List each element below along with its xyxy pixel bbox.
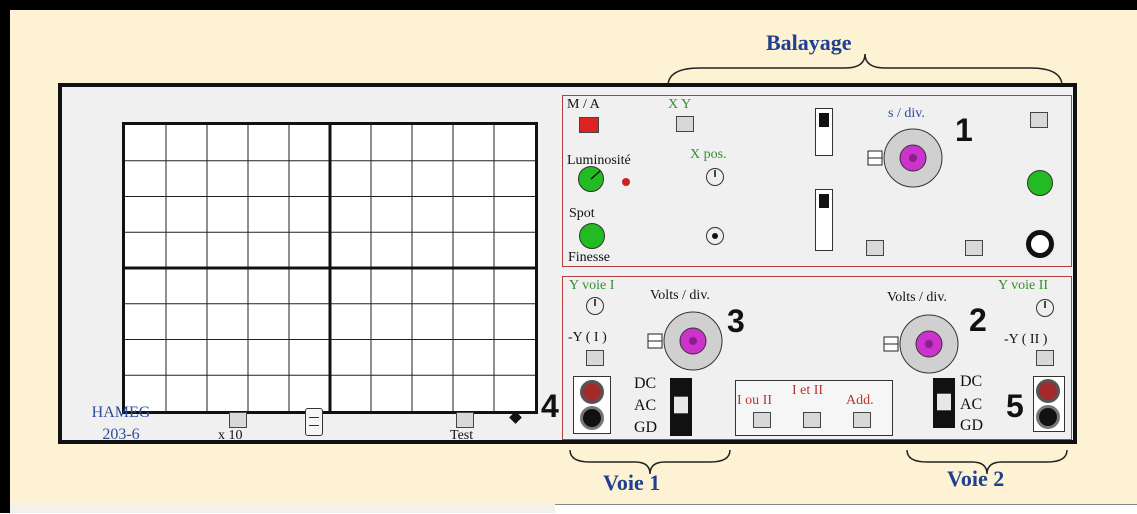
voie2-black-jack[interactable] [1036,405,1060,429]
xy-label: X Y [668,97,691,113]
test-label: Test [450,428,473,444]
finesse-knob-center [712,233,718,239]
trigger-level-knob[interactable] [1027,170,1053,196]
voltsdiv1-label: Volts / div. [650,288,710,304]
screen-grid [125,125,535,411]
test-button[interactable] [456,412,474,428]
brand-model: 203-6 [86,424,156,446]
minus-y1-label: -Y ( I ) [568,330,607,346]
sweep-switch-lower[interactable] [815,189,833,251]
frame-top-border [0,0,1137,10]
voie2-dc-label: DC [960,373,982,391]
balayage-label: Balayage [766,30,852,56]
voie1-gd-label: GD [634,419,657,437]
xpos-label: X pos. [690,147,727,163]
power-button[interactable] [579,117,599,133]
voie1-ac-label: AC [634,397,656,415]
oscilloscope-screen [122,122,538,414]
xpos-knob-marker [706,168,724,186]
sweep-button-top-right[interactable] [1030,112,1048,128]
x10-button[interactable] [229,412,247,428]
finesse-label: Finesse [568,250,610,266]
sweep-button-bottom-1[interactable] [866,240,884,256]
callout-number-2: 2 [969,302,987,339]
voie2-gd-label: GD [960,417,983,435]
add-button[interactable] [853,412,871,428]
sweep-button-bottom-2[interactable] [965,240,983,256]
brand-label: HAMEG 203-6 [86,402,156,446]
voie1-red-jack[interactable] [580,380,604,404]
luminosite-indicator-led [622,178,630,186]
i-ou-ii-label: I ou II [737,393,772,409]
add-label: Add. [846,393,874,409]
sweep-switch-upper[interactable] [815,108,833,156]
x10-label: x 10 [218,428,243,444]
yvoie1-label: Y voie I [569,278,614,294]
trace-rotation-switch[interactable] [305,408,323,436]
yvoie2-label: Y voie II [998,278,1048,294]
minus-y2-label: -Y ( II ) [1004,332,1047,348]
callout-number-1: 1 [955,112,973,149]
power-label: M / A [567,97,600,113]
minus-y1-button[interactable] [586,350,604,366]
callout-number-5: 5 [1006,388,1024,425]
voie2-ac-label: AC [960,396,982,414]
spot-knob[interactable] [579,223,605,249]
minus-y2-button[interactable] [1036,350,1054,366]
sdiv-label: s / div. [888,106,925,122]
brand-name: HAMEG [86,402,156,424]
yvoie2-knob-marker [1036,299,1054,317]
voltsdiv2-label: Volts / div. [887,290,947,306]
voie1-coupling-switch[interactable] [670,378,692,436]
xy-button[interactable] [676,116,694,132]
callout-number-4: 4 [541,388,559,425]
voie2-label: Voie 2 [947,466,1004,492]
i-et-ii-button[interactable] [803,412,821,428]
voltsdiv1-knob[interactable] [646,310,726,372]
voie1-black-jack[interactable] [580,406,604,430]
voltsdiv2-knob[interactable] [882,312,962,374]
spot-label: Spot [569,206,595,222]
sdiv-knob[interactable] [866,128,946,190]
luminosite-knob-marker [578,166,604,192]
callout-number-3: 3 [727,303,745,340]
voie2-red-jack[interactable] [1036,379,1060,403]
trigger-input-connector[interactable] [1026,230,1054,258]
frame-left-border [0,0,10,513]
voie2-coupling-switch[interactable] [933,378,955,428]
voie1-dc-label: DC [634,375,656,393]
i-ou-ii-button[interactable] [753,412,771,428]
i-et-ii-label: I et II [792,383,823,399]
yvoie1-knob-marker [586,297,604,315]
voie1-label: Voie 1 [603,470,660,496]
